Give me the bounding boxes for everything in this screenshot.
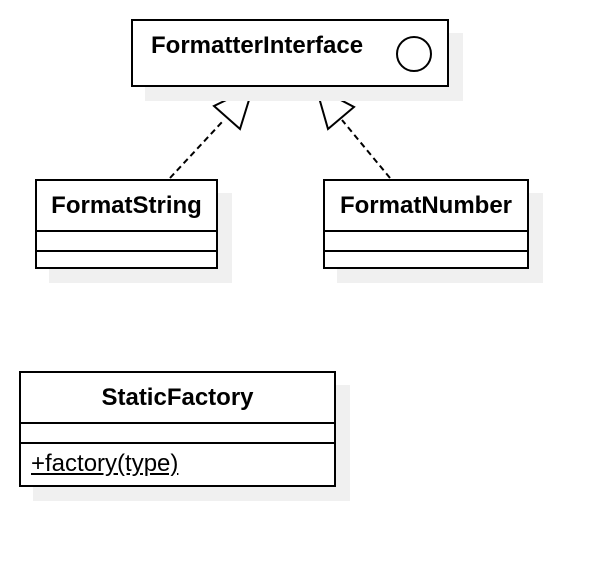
realization-line-format-string	[169, 120, 224, 179]
format-string-methods	[37, 250, 216, 267]
realization-line-format-number	[341, 119, 391, 179]
interface-circle-icon	[396, 36, 432, 72]
static-factory-title: StaticFactory	[101, 383, 254, 411]
format-string-title: FormatString	[51, 191, 202, 219]
format-string-class[interactable]: FormatString	[35, 179, 218, 269]
format-number-attributes	[325, 230, 527, 250]
format-number-title: FormatNumber	[339, 191, 513, 219]
format-string-header: FormatString	[37, 181, 216, 230]
static-factory-header: StaticFactory	[21, 373, 334, 422]
format-number-header: FormatNumber	[325, 181, 527, 230]
realization-arrowhead-format-number	[314, 85, 356, 131]
format-number-class[interactable]: FormatNumber	[323, 179, 529, 269]
format-number-methods	[325, 250, 527, 267]
factory-method[interactable]: +factory(type)	[31, 450, 179, 477]
static-factory-attributes	[21, 422, 334, 442]
formatter-interface-title: FormatterInterface	[151, 32, 364, 59]
realization-arrowhead-format-string	[212, 85, 255, 131]
format-string-attributes	[37, 230, 216, 250]
formatter-interface-box[interactable]: FormatterInterface	[131, 19, 449, 87]
static-factory-class[interactable]: StaticFactory +factory(type)	[19, 371, 336, 487]
static-factory-methods: +factory(type)	[21, 442, 334, 485]
